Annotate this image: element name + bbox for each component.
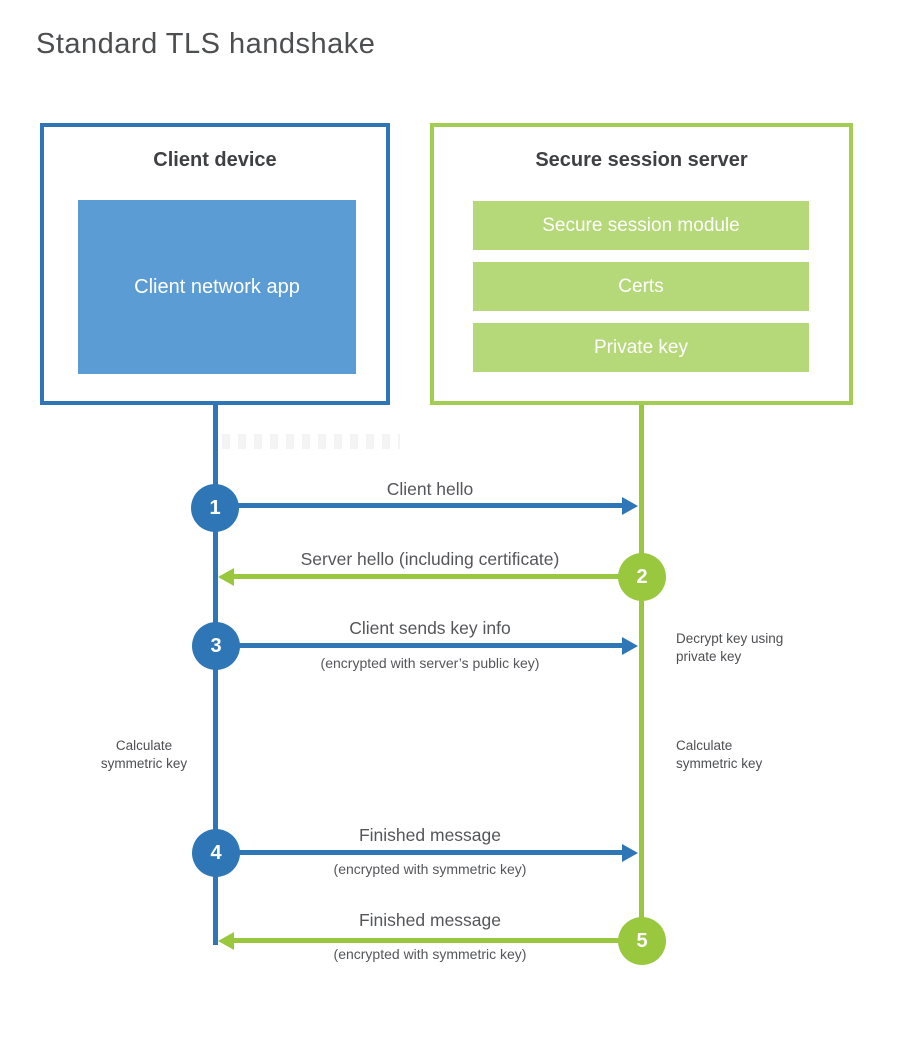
step5-sublabel: (encrypted with symmetric key) (333, 946, 527, 962)
step3-label: Client sends key info (349, 618, 511, 638)
step4-circle: 4 (192, 829, 240, 877)
step4-arrow-line (236, 850, 623, 855)
step5-arrow-line (234, 938, 624, 943)
step1-number: 1 (209, 496, 221, 519)
server-module-private-key: Private key (473, 323, 809, 372)
server-module-label: Certs (618, 275, 664, 297)
step3-arrow-line (236, 643, 623, 648)
step1-label: Client hello (386, 479, 474, 499)
calculate-symmetric-key-note-server: Calculate symmetric key (676, 738, 763, 771)
step2-number: 2 (636, 565, 648, 588)
step3-number: 3 (210, 634, 222, 657)
step5-number: 5 (636, 929, 648, 952)
step2-label: Server hello (including certificate) (300, 549, 560, 569)
client-network-app-box: Client network app (78, 200, 356, 374)
server-module-secure-session: Secure session module (473, 201, 809, 250)
step3-circle: 3 (192, 622, 240, 670)
calculate-symmetric-key-note-client: Calculate symmetric key (100, 738, 188, 771)
step3-sublabel: (encrypted with server’s public key) (320, 655, 540, 671)
step2-arrow-line (234, 574, 624, 579)
client-lifeline (213, 405, 218, 945)
secure-session-server-title: Secure session server (535, 149, 748, 171)
step4-sublabel: (encrypted with symmetric key) (333, 861, 527, 877)
step5-arrowhead-icon (218, 932, 234, 950)
server-module-certs: Certs (473, 262, 809, 311)
step1-circle: 1 (191, 484, 239, 532)
step4-number: 4 (210, 841, 222, 864)
page-title: Standard TLS handshake (36, 28, 376, 60)
client-network-app-label: Client network app (134, 276, 300, 298)
step1-arrow-line (235, 503, 623, 508)
faint-watermark-artifact (222, 434, 400, 449)
server-lifeline (639, 405, 644, 938)
step5-label: Finished message (358, 910, 502, 930)
client-device-title: Client device (153, 149, 277, 171)
server-module-label: Secure session module (542, 214, 740, 236)
step4-arrowhead-icon (622, 844, 638, 862)
step4-label: Finished message (358, 825, 502, 845)
step3-arrowhead-icon (622, 637, 638, 655)
server-module-label: Private key (594, 336, 688, 358)
decrypt-key-note: Decrypt key using private key (676, 631, 784, 664)
step2-circle: 2 (618, 553, 666, 601)
step1-arrowhead-icon (622, 497, 638, 515)
step2-arrowhead-icon (218, 568, 234, 586)
step5-circle: 5 (618, 917, 666, 965)
